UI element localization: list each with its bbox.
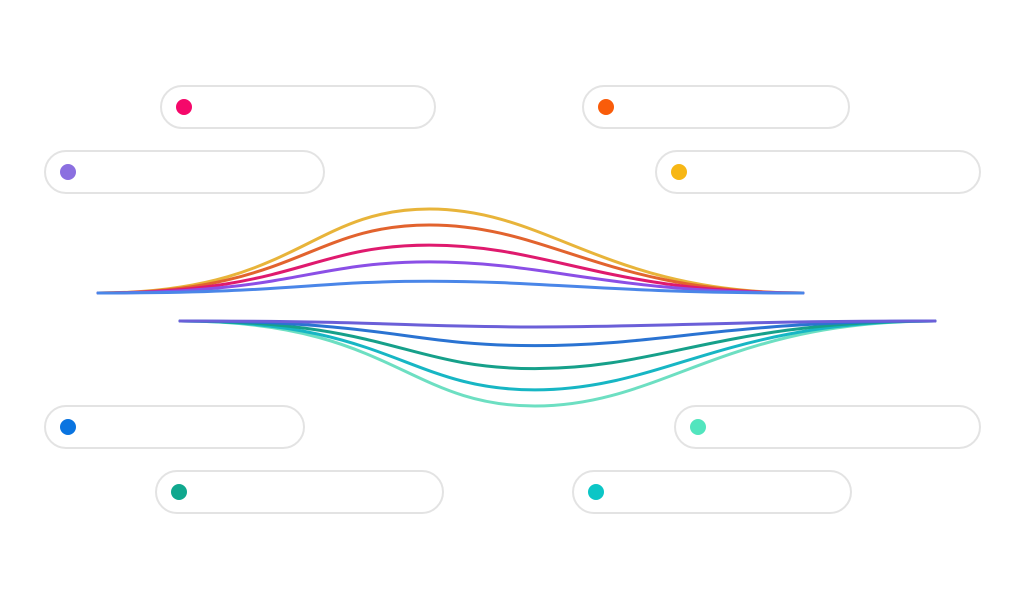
mint-dot-icon xyxy=(690,419,706,435)
pill-green[interactable] xyxy=(155,470,444,514)
pill-blue[interactable] xyxy=(44,405,305,449)
lower-mint-curve xyxy=(178,319,937,408)
pill-orange[interactable] xyxy=(582,85,850,129)
cyan-dot-icon xyxy=(588,484,604,500)
upper-pink-curve xyxy=(96,243,805,295)
purple-dot-icon xyxy=(60,164,76,180)
pill-yellow[interactable] xyxy=(655,150,981,194)
lower-curve-bundle xyxy=(178,319,937,408)
upper-yellow-curve xyxy=(96,207,805,295)
green-dot-icon xyxy=(171,484,187,500)
lower-blue-curve xyxy=(178,319,937,348)
orange-dot-icon xyxy=(598,99,614,115)
pill-mint[interactable] xyxy=(674,405,981,449)
upper-purple-curve xyxy=(96,260,805,295)
lower-purple-curve xyxy=(178,319,937,329)
upper-blue-curve xyxy=(96,279,805,295)
upper-curve-bundle xyxy=(96,207,805,295)
lower-cyan-curve xyxy=(178,319,937,392)
upper-orange-curve xyxy=(96,223,805,295)
pink-dot-icon xyxy=(176,99,192,115)
pill-pink[interactable] xyxy=(160,85,436,129)
yellow-dot-icon xyxy=(671,164,687,180)
pill-purple[interactable] xyxy=(44,150,325,194)
lower-green-curve xyxy=(178,319,937,371)
blue-dot-icon xyxy=(60,419,76,435)
pill-cyan[interactable] xyxy=(572,470,852,514)
